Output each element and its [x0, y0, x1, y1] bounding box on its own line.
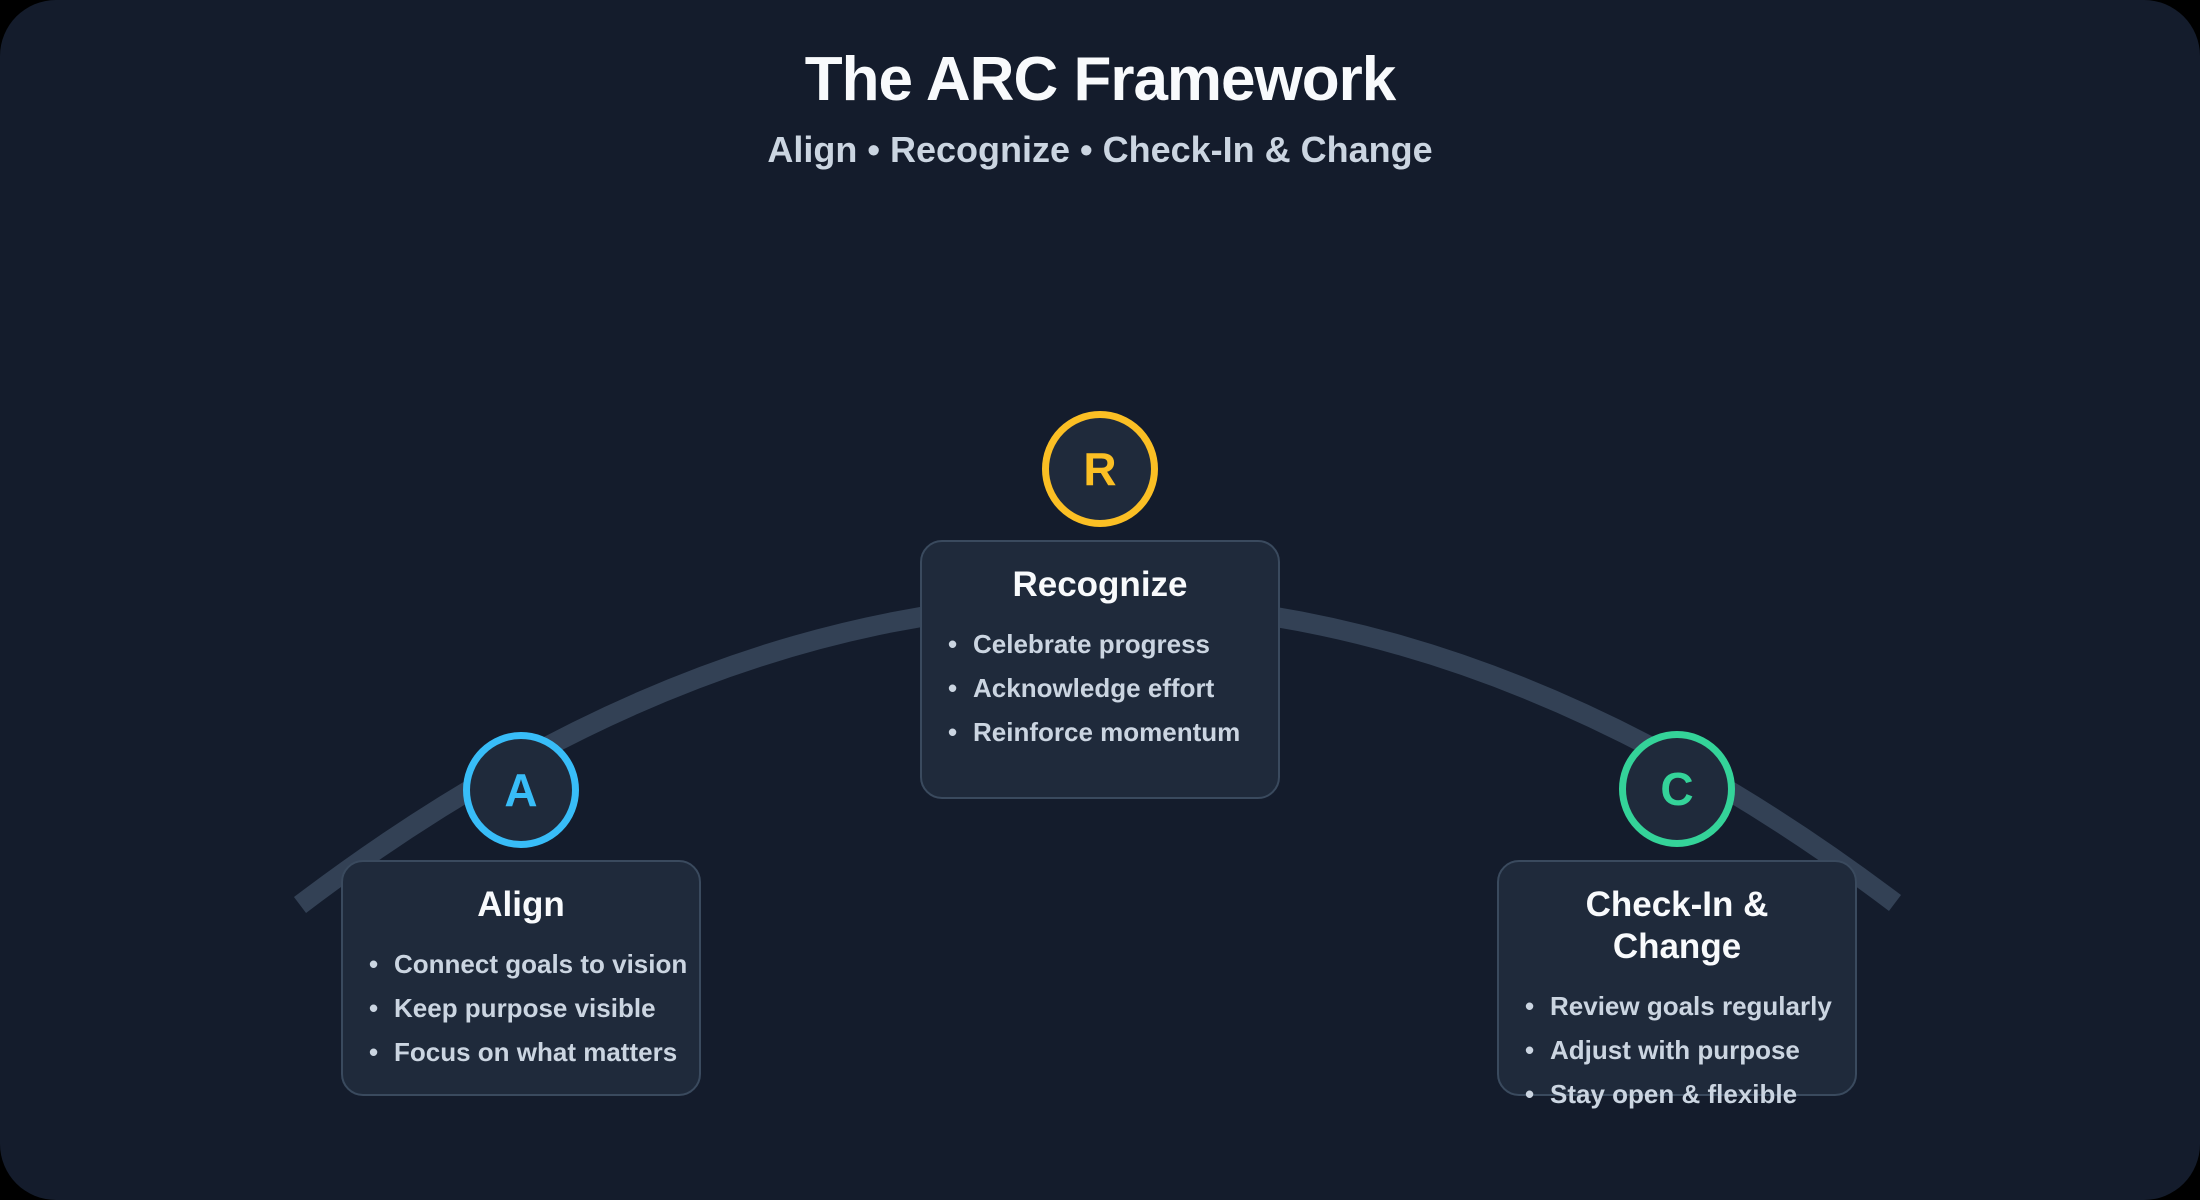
- node-circle-align: A: [463, 732, 579, 848]
- card-recognize: Recognize Celebrate progress Acknowledge…: [920, 540, 1280, 799]
- bullet-item: Reinforce momentum: [946, 710, 1254, 754]
- bullet-item: Review goals regularly: [1523, 984, 1832, 1028]
- page-title: The ARC Framework: [804, 45, 1397, 114]
- bullet-item: Keep purpose visible: [367, 986, 675, 1030]
- bullet-item: Stay open & flexible: [1523, 1072, 1831, 1116]
- bullet-item: Focus on what matters: [367, 1030, 677, 1074]
- node-letter-align: A: [504, 764, 538, 816]
- node-circle-check: C: [1619, 731, 1735, 847]
- node-letter-recognize: R: [1083, 443, 1117, 495]
- bullet-item: Connect goals to vision: [367, 942, 687, 986]
- card-title-check: Check-In & Change: [1585, 885, 1769, 966]
- page-subtitle: Align • Recognize • Check-In & Change: [767, 129, 1433, 171]
- node-circle-recognize: R: [1042, 411, 1158, 527]
- bullet-list-recognize: Celebrate progress Acknowledge effort Re…: [946, 622, 1254, 754]
- card-align: Align Connect goals to vision Keep purpo…: [341, 860, 701, 1096]
- node-letter-check: C: [1660, 763, 1694, 815]
- card-check: Check-In & Change Review goals regularly…: [1497, 860, 1857, 1116]
- bullet-item: Acknowledge effort: [946, 666, 1254, 710]
- bullet-list-check: Review goals regularly Adjust with purpo…: [1523, 984, 1832, 1116]
- card-title-recognize: Recognize: [1012, 565, 1188, 604]
- bullet-item: Adjust with purpose: [1523, 1028, 1831, 1072]
- bullet-list-align: Connect goals to vision Keep purpose vis…: [367, 942, 687, 1074]
- bullet-item: Celebrate progress: [946, 622, 1254, 666]
- header: The ARC Framework Align • Recognize • Ch…: [0, 44, 2200, 171]
- card-title-align: Align: [477, 885, 565, 924]
